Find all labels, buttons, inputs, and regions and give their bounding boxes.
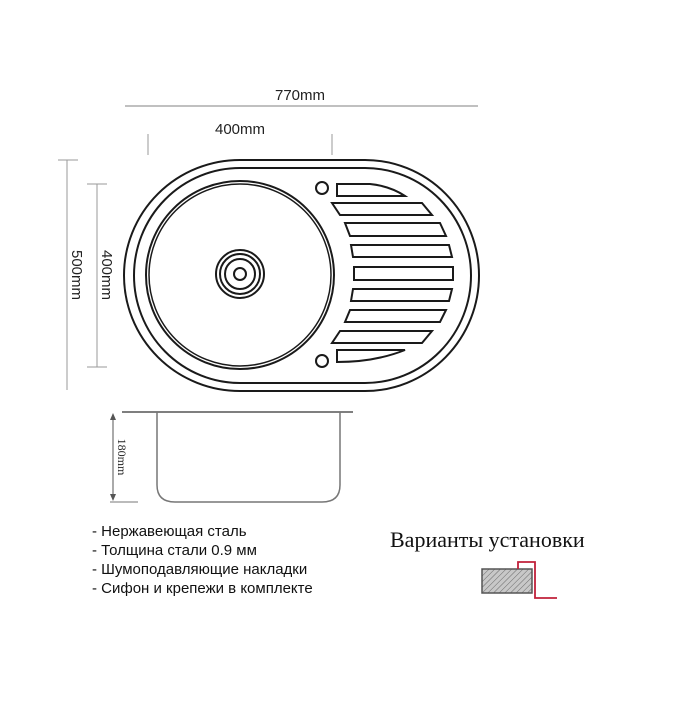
feature-item: - Сифон и крепежи в комплекте (92, 580, 313, 597)
drainboard-ribs (330, 183, 454, 364)
sink-side-profile: 180mm (110, 411, 353, 503)
outer-rim (123, 159, 480, 392)
countertop-overmount-icon (481, 561, 557, 599)
bowl-width-dimension: 400mm (147, 121, 333, 155)
tap-hole-top (315, 181, 329, 195)
installation-variants-title: Варианты установки (390, 527, 585, 552)
feature-item: - Толщина стали 0.9 мм (92, 542, 257, 559)
drain-icon (215, 249, 265, 299)
tap-hole-bottom (315, 354, 329, 368)
sink-top-view (123, 159, 480, 392)
bowl-outer (145, 180, 335, 370)
inner-rim (133, 167, 472, 384)
feature-item: - Шумоподавляющие накладки (92, 561, 308, 578)
overall-depth-dimension: 500mm (58, 159, 85, 390)
overall-width-dimension: 770mm (125, 87, 478, 107)
feature-list: - Нержавеющая сталь - Толщина стали 0.9 … (92, 522, 313, 598)
bowl-depth-dimension: 400mm (87, 183, 115, 368)
bowl-inner (148, 183, 332, 367)
bowl-width-label: 400mm (215, 121, 265, 138)
feature-item: - Нержавеющая сталь (92, 523, 247, 540)
overall-depth-label: 500mm (68, 250, 85, 300)
bowl-depth-label: 400mm (98, 250, 115, 300)
bowl-height-label: 180mm (115, 439, 129, 476)
overall-width-label: 770mm (275, 87, 325, 104)
